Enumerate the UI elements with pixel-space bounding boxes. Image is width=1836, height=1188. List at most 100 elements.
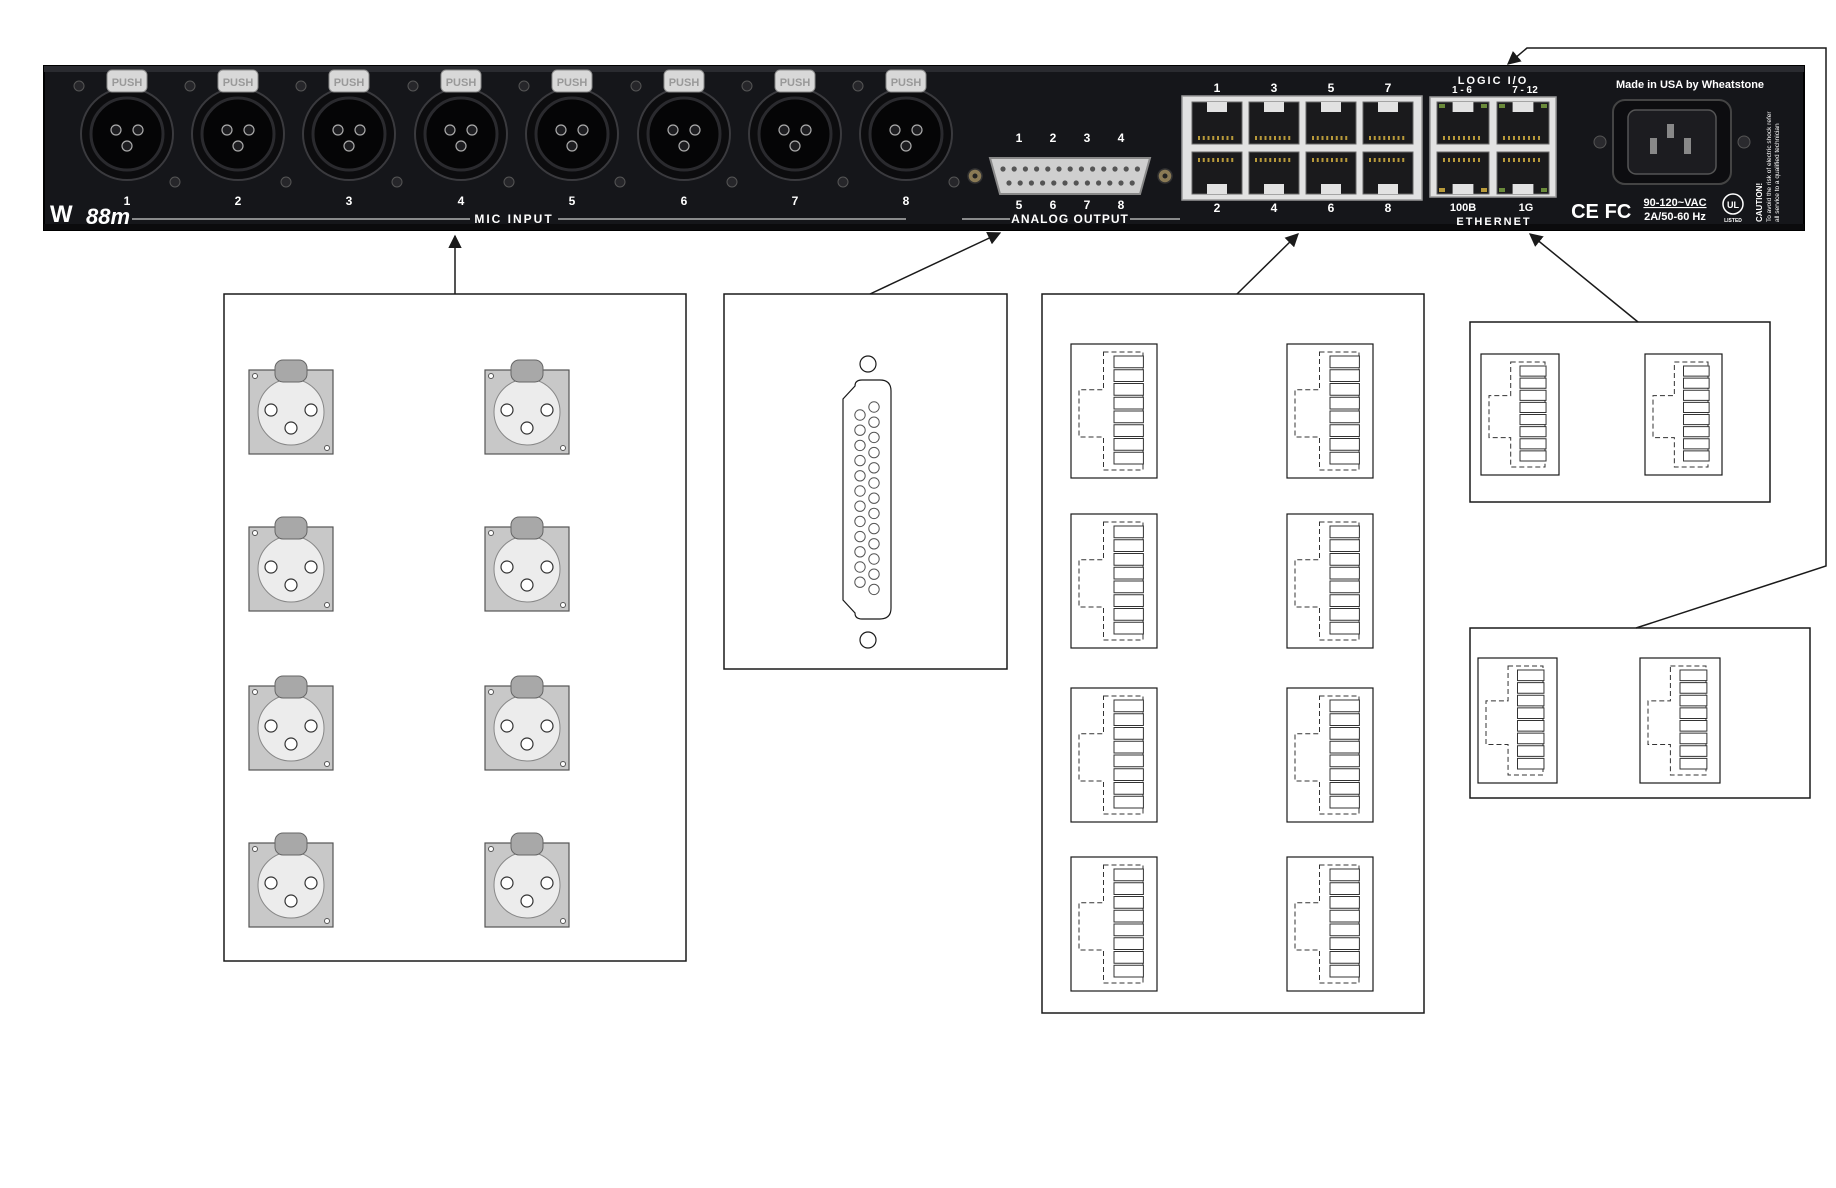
rj45-contact	[1383, 136, 1386, 140]
rj45-port-3	[1248, 101, 1300, 145]
db25-callout-pin	[868, 446, 880, 459]
rj45-contact	[1231, 158, 1234, 162]
logic-callout-connector-2	[1639, 657, 1721, 784]
xlr-callout-pin-3	[520, 737, 534, 751]
db25-callout-pin	[854, 546, 866, 558]
ethernet-leader-arrow	[1528, 233, 1639, 323]
rj45-contact	[1326, 136, 1329, 140]
xlr-socket	[646, 96, 722, 172]
xlr-callout-pin-2	[540, 719, 554, 733]
rj45-contact	[1278, 158, 1281, 162]
mic-number-5: 5	[569, 194, 576, 208]
xlr-callout-pin-2	[540, 560, 554, 574]
rj45-side-contact	[1113, 937, 1144, 950]
rj45-side-contact	[1683, 401, 1710, 413]
rj45-callout-connectors	[1070, 343, 1374, 992]
rj45-contact	[1316, 158, 1319, 162]
rj45-contact	[1373, 158, 1376, 162]
xlr-callout-pin-2	[304, 876, 318, 890]
analog-top-number-1: 1	[1016, 131, 1023, 145]
xlr-callout-screw	[252, 846, 258, 852]
xlr-pin-3	[455, 140, 467, 152]
xlr-callout-connector-3	[248, 516, 334, 612]
rj45-contact	[1369, 158, 1371, 162]
rj45-contact	[1478, 136, 1480, 140]
rj45-side-contact	[1679, 757, 1708, 770]
xlr-callout-screw	[252, 373, 258, 379]
xlr-callout-screw	[560, 761, 566, 767]
xlr-callout-connector-7	[248, 832, 334, 928]
rj45-side-contact	[1329, 621, 1360, 635]
db25-callout-pin	[868, 522, 880, 535]
rj45-side-contact	[1329, 369, 1360, 382]
rj45-contact	[1259, 158, 1262, 162]
iec-screw-left	[1593, 135, 1607, 149]
ethernet-port-100b	[1436, 151, 1490, 195]
db25-callout-shell	[842, 379, 892, 620]
rj45-side-contact	[1519, 365, 1547, 377]
push-tab	[774, 69, 816, 93]
rj45-contact	[1321, 158, 1324, 162]
db25-pin	[1034, 166, 1040, 172]
rj45-led	[1499, 188, 1505, 192]
rj45-contact	[1383, 158, 1386, 162]
rj45-contact	[1478, 158, 1480, 162]
rj45-contact	[1533, 158, 1535, 162]
db25-pin	[1078, 166, 1084, 172]
xlr-callout-latch	[274, 675, 308, 699]
xlr-pin-3	[566, 140, 578, 152]
iec-screw-right	[1737, 135, 1751, 149]
rj45-contact	[1443, 158, 1445, 162]
rj45-latch-slot	[1512, 102, 1534, 112]
db25-callout-pin	[854, 470, 866, 482]
rj45-side-contact	[1113, 699, 1144, 713]
rj45-contact	[1538, 136, 1540, 140]
mic-input-xlr-1: PUSH	[73, 69, 181, 188]
rj45-callout-connector-3	[1070, 513, 1158, 649]
db25-callout-pin	[854, 515, 866, 528]
db25-leader-arrow	[869, 232, 1002, 295]
db25-pin	[1112, 166, 1118, 172]
xlr-callout-pin-1	[500, 560, 514, 574]
push-tab	[885, 69, 927, 93]
xlr-callout-latch	[510, 832, 544, 856]
rj45-side-contact	[1113, 782, 1144, 795]
rj45-contact	[1335, 136, 1338, 140]
logic-leader-arrow	[1506, 47, 1827, 629]
rj45-contact	[1453, 158, 1455, 162]
xlr-callout-pin-1	[264, 719, 278, 733]
rj45-contact	[1397, 136, 1400, 140]
iec-pin-live	[1650, 138, 1657, 154]
mic-input-xlr-8: PUSH	[852, 69, 960, 188]
rj45-side-contact	[1113, 768, 1144, 781]
db25-callout-pin	[868, 553, 880, 565]
rj45-contact	[1207, 136, 1210, 140]
rj45-contact	[1528, 136, 1530, 140]
rj45-side-contact	[1517, 669, 1545, 682]
xlr-socket	[868, 96, 944, 172]
rj45-contact	[1212, 136, 1215, 140]
rj45-contact	[1207, 158, 1210, 162]
rj45-latch-slot	[1207, 184, 1227, 194]
rj45-side-contact	[1113, 754, 1144, 768]
rj45-side-contact	[1679, 745, 1708, 757]
xlr-callout-screw	[324, 445, 330, 451]
rj45-side-contact	[1517, 707, 1545, 719]
rj45-contact	[1388, 136, 1390, 140]
logic-callout-connectors	[1477, 657, 1721, 784]
rj45-contact	[1518, 136, 1520, 140]
xlr-callout-pin-2	[304, 403, 318, 417]
rj45-led	[1499, 104, 1505, 108]
rj45-side-contact	[1113, 369, 1144, 382]
rj45-side-contact	[1113, 424, 1144, 437]
rj45-contact	[1288, 158, 1291, 162]
rj45-port-6	[1305, 151, 1357, 195]
db25-pin	[1096, 180, 1102, 186]
db25-pin	[1073, 180, 1079, 186]
rj45-side-contact	[1683, 450, 1710, 462]
analog-bottom-number-5: 5	[1016, 198, 1023, 212]
rj45-callout-connector-1	[1070, 343, 1158, 479]
db25-pin	[1051, 180, 1057, 186]
rj45-side-contact	[1329, 383, 1360, 396]
xlr-callout-latch	[510, 675, 544, 699]
